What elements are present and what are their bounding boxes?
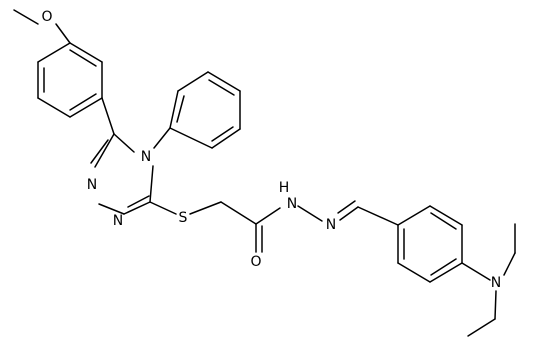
methoxy-oxygen-label: O [41, 9, 52, 25]
sulfur-label: S [179, 210, 188, 226]
amine-nitrogen-label: N [491, 275, 501, 291]
hydrazide-h-label: H [279, 180, 290, 196]
bonds [13, 9, 516, 337]
hydrazide-nh-label: N [287, 196, 297, 212]
carbonyl-oxygen-label: O [250, 254, 261, 270]
atom-labels: O N N N S O H N N N [41, 9, 501, 291]
imine-nitrogen-label: N [326, 217, 336, 233]
triazole-n1-label: N [87, 177, 97, 193]
triazole-n4-label: N [141, 149, 151, 165]
triazole-n2-label: N [113, 213, 123, 229]
